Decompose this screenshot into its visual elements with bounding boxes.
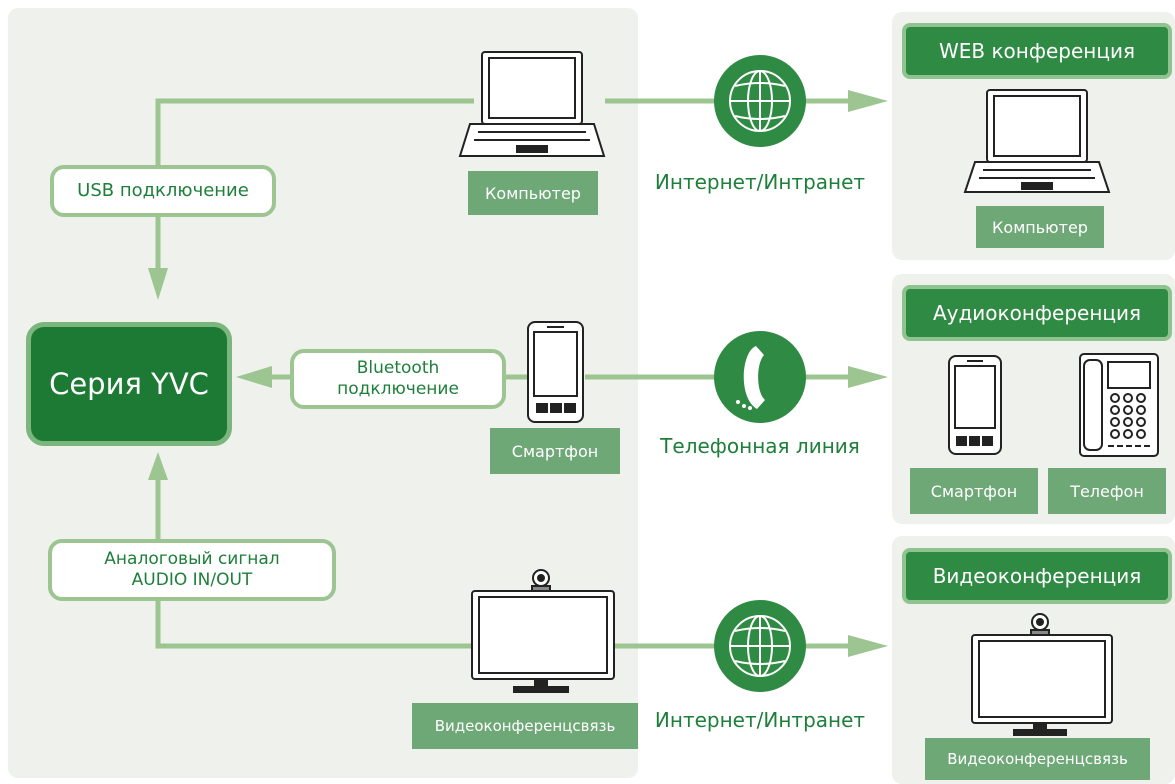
bluetooth-line1: Bluetooth bbox=[356, 357, 440, 378]
bluetooth-connection-label: Bluetooth подключение bbox=[290, 349, 506, 409]
web-conference-header: WEB конференция bbox=[902, 23, 1172, 79]
desk-phone-icon bbox=[1079, 353, 1159, 457]
computer-badge: Компьютер bbox=[468, 171, 598, 215]
phone-line-label: Телефонная линия bbox=[660, 434, 860, 458]
globe-icon bbox=[714, 55, 806, 147]
monitor-camera-icon bbox=[971, 613, 1113, 736]
internet-label-bottom: Интернет/Интранет bbox=[654, 708, 866, 732]
phone-handset-icon bbox=[714, 331, 806, 423]
audio-conference-header: Аудиоконференция bbox=[902, 285, 1172, 341]
web-computer-badge: Компьютер bbox=[976, 206, 1104, 248]
globe-icon bbox=[714, 600, 806, 692]
analog-line1: Аналоговый сигнал bbox=[104, 548, 280, 569]
laptop-icon bbox=[458, 51, 606, 157]
smartphone-icon bbox=[527, 321, 584, 423]
yvc-series-box: Серия YVC bbox=[26, 322, 232, 446]
video-videoconf-badge: Видеоконференцсвязь bbox=[925, 738, 1150, 780]
usb-connection-label: USB подключение bbox=[50, 165, 276, 217]
videoconf-badge: Видеоконференцсвязь bbox=[412, 703, 638, 749]
audio-telephone-badge: Телефон bbox=[1048, 468, 1166, 514]
monitor-camera-icon bbox=[471, 569, 615, 693]
audio-smartphone-badge: Смартфон bbox=[910, 468, 1038, 514]
smartphone-badge: Смартфон bbox=[490, 428, 620, 474]
video-conference-header: Видеоконференция bbox=[902, 548, 1172, 604]
analog-line2: AUDIO IN/OUT bbox=[131, 570, 253, 590]
laptop-icon bbox=[963, 89, 1111, 193]
internet-label-top: Интернет/Интранет bbox=[654, 170, 866, 194]
analog-connection-label: Аналоговый сигнал AUDIO IN/OUT bbox=[48, 539, 336, 601]
bluetooth-line2: подключение bbox=[337, 379, 459, 399]
smartphone-icon bbox=[948, 355, 1002, 455]
